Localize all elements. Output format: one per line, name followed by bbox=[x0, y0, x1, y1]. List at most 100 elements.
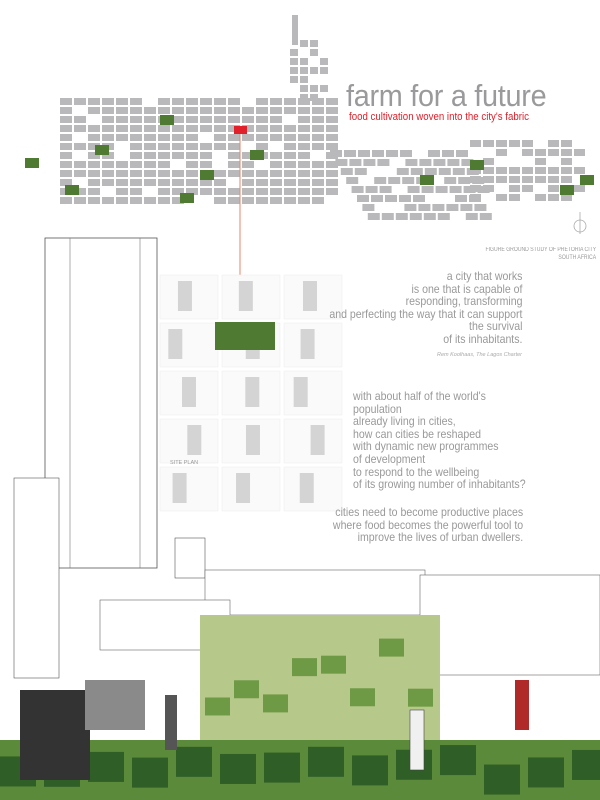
city-block bbox=[290, 49, 298, 56]
city-block bbox=[312, 107, 324, 114]
city-block bbox=[130, 125, 142, 132]
city-block bbox=[496, 176, 507, 183]
city-block bbox=[102, 125, 114, 132]
city-block bbox=[130, 98, 142, 105]
city-block bbox=[548, 185, 559, 192]
city-block bbox=[371, 195, 383, 202]
city-block bbox=[326, 125, 338, 132]
tractor bbox=[20, 690, 90, 780]
green-plot bbox=[560, 185, 574, 195]
city-block bbox=[284, 188, 296, 195]
city-block bbox=[432, 204, 445, 211]
city-block bbox=[228, 143, 240, 150]
city-block bbox=[300, 76, 308, 83]
city-block bbox=[74, 161, 86, 168]
city-block bbox=[458, 177, 471, 184]
city-block bbox=[172, 188, 184, 195]
city-block bbox=[535, 149, 546, 156]
city-block bbox=[130, 134, 142, 141]
city-block bbox=[284, 152, 296, 159]
city-block bbox=[186, 143, 198, 150]
city-block bbox=[214, 188, 226, 195]
city-block bbox=[410, 168, 423, 175]
crop-row bbox=[572, 749, 600, 780]
city-block bbox=[312, 125, 324, 132]
city-block bbox=[270, 170, 282, 177]
building-footprint bbox=[177, 281, 192, 311]
city-block bbox=[326, 143, 338, 150]
city-block bbox=[409, 213, 422, 220]
city-block bbox=[88, 161, 100, 168]
city-block bbox=[483, 158, 494, 165]
city-block bbox=[284, 170, 296, 177]
city-block bbox=[270, 197, 282, 204]
city-block bbox=[60, 107, 72, 114]
city-block bbox=[284, 98, 296, 105]
building-footprint bbox=[299, 473, 314, 503]
city-block bbox=[310, 85, 318, 92]
city-block bbox=[214, 125, 226, 132]
city-block bbox=[574, 185, 585, 192]
city-block bbox=[88, 107, 100, 114]
city-block bbox=[335, 159, 348, 166]
city-block bbox=[326, 170, 338, 177]
person bbox=[515, 680, 529, 730]
city-block bbox=[435, 186, 448, 193]
site-plan-block bbox=[221, 466, 281, 512]
city-block bbox=[130, 197, 142, 204]
quote-line: the survival bbox=[468, 319, 522, 334]
city-block bbox=[88, 152, 100, 159]
city-block bbox=[242, 134, 254, 141]
site-plan-label: SITE PLAN bbox=[170, 460, 199, 466]
city-block bbox=[522, 185, 533, 192]
city-block bbox=[228, 98, 240, 105]
city-block bbox=[456, 150, 468, 157]
city-block bbox=[437, 213, 450, 220]
building-footprint bbox=[245, 425, 260, 455]
city-block bbox=[298, 152, 310, 159]
city-block bbox=[496, 140, 507, 147]
city-block bbox=[256, 188, 268, 195]
crop-bed bbox=[321, 655, 346, 674]
building-footprint bbox=[293, 377, 308, 407]
city-block bbox=[535, 167, 546, 174]
city-block bbox=[60, 125, 72, 132]
city-block bbox=[421, 186, 434, 193]
city-block bbox=[60, 152, 72, 159]
map-caption: FIGURE GROUND STUDY OF PRETORIA CITY SOU… bbox=[485, 246, 596, 262]
poster-subtitle: food cultivation woven into the city's f… bbox=[349, 111, 529, 123]
city-block bbox=[270, 161, 282, 168]
city-block bbox=[130, 143, 142, 150]
green-plot bbox=[180, 193, 194, 203]
city-block bbox=[116, 107, 128, 114]
city-block bbox=[312, 188, 324, 195]
city-block bbox=[172, 125, 184, 132]
city-block bbox=[298, 143, 310, 150]
crop-row bbox=[484, 764, 520, 795]
city-block bbox=[320, 67, 328, 74]
city-block bbox=[358, 150, 370, 157]
city-block bbox=[509, 185, 520, 192]
city-block bbox=[404, 204, 417, 211]
city-block bbox=[242, 197, 254, 204]
crop-row bbox=[264, 752, 300, 783]
city-block bbox=[228, 188, 240, 195]
city-block bbox=[228, 152, 240, 159]
city-block bbox=[228, 161, 240, 168]
city-block bbox=[200, 116, 212, 123]
city-block bbox=[116, 98, 128, 105]
paragraph-line: of its growing number of inhabitants? bbox=[353, 477, 526, 492]
city-block bbox=[74, 170, 86, 177]
person bbox=[409, 709, 425, 771]
city-block bbox=[357, 195, 369, 202]
city-block bbox=[74, 98, 86, 105]
perspective-scene bbox=[0, 477, 600, 800]
crop-row bbox=[440, 745, 476, 776]
city-block bbox=[298, 134, 310, 141]
city-block bbox=[242, 188, 254, 195]
quote-line: and perfecting the way that it can suppo… bbox=[328, 306, 522, 321]
city-block bbox=[354, 168, 367, 175]
north-arrow-icon bbox=[573, 212, 587, 234]
city-block bbox=[522, 140, 533, 147]
farm-terrace bbox=[200, 615, 440, 745]
